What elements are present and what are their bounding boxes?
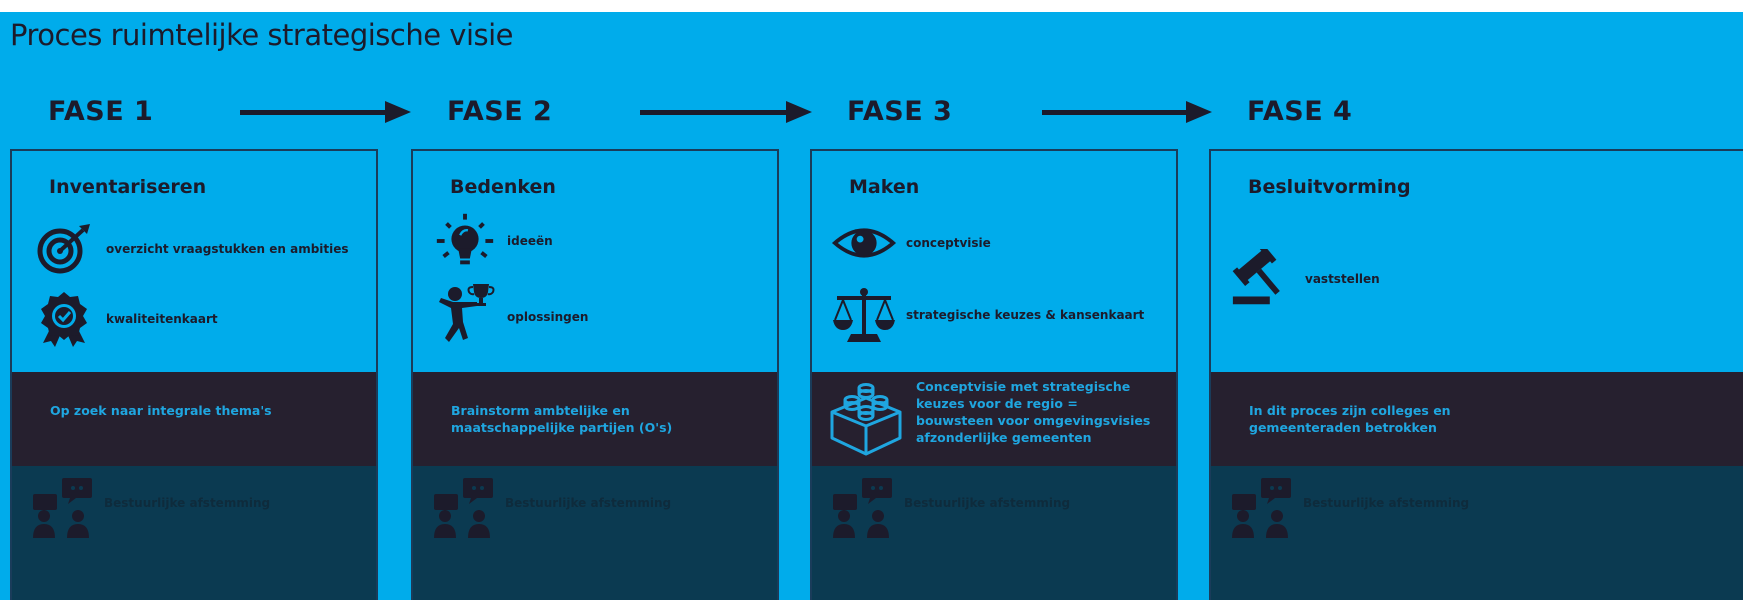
phase-2-heading: Bedenken xyxy=(450,176,556,198)
middle-text-line: gemeenteraden betrokken xyxy=(1249,420,1437,435)
building-block-icon xyxy=(828,380,904,462)
phase-3-item-label: strategische keuzes & kansenkaart xyxy=(906,308,1145,322)
phase-2-panel: Bedenken xyxy=(411,149,779,600)
phase-3-panel: Maken conceptvisie xyxy=(810,149,1178,600)
phase-4-middle: In dit proces zijn colleges en gemeenter… xyxy=(1211,372,1743,466)
phase-1-item: overzicht vraagstukken en ambities xyxy=(30,221,349,277)
meeting-people-icon xyxy=(32,472,96,546)
phase-2-item: ideeën xyxy=(431,213,553,269)
phase-3-item: strategische keuzes & kansenkaart xyxy=(830,287,1144,343)
middle-text-line: Brainstorm ambtelijke en xyxy=(451,403,630,418)
phase-1-bottom-text: Bestuurlijke afstemming xyxy=(104,496,271,510)
middle-text-line: Conceptvisie met strategische xyxy=(916,379,1131,394)
quality-badge-icon xyxy=(30,291,98,347)
meeting-people-icon xyxy=(1231,472,1295,546)
process-diagram: Proces ruimtelijke strategische visie FA… xyxy=(0,12,1743,600)
phase-2-item: oplossingen xyxy=(431,284,589,345)
phase-4-bottom-text: Bestuurlijke afstemming xyxy=(1303,496,1470,510)
phase-3-bottom: Bestuurlijke afstemming xyxy=(812,466,1176,600)
phase-1-middle-text: Op zoek naar integrale thema's xyxy=(50,402,272,419)
eye-icon xyxy=(830,215,898,271)
phase-1-panel: Inventariseren overzicht vraagstukken en… xyxy=(10,149,378,600)
scales-icon xyxy=(830,287,898,343)
phase-1-label: FASE 1 xyxy=(48,96,154,127)
phase-2-top: Bedenken xyxy=(413,151,777,372)
target-icon xyxy=(30,221,98,277)
phase-4-panel: Besluitvorming vaststellen xyxy=(1209,149,1743,600)
middle-text-line: keuzes voor de regio = xyxy=(916,396,1078,411)
phase-3-item-label: conceptvisie xyxy=(906,236,991,250)
phase-4-item-label: vaststellen xyxy=(1305,272,1380,286)
phase-2-bottom-text: Bestuurlijke afstemming xyxy=(505,496,672,510)
phase-1-middle: Op zoek naar integrale thema's xyxy=(12,372,376,466)
phase-1-item-label: kwaliteitenkaart xyxy=(106,312,218,326)
meeting-people-icon xyxy=(433,472,497,546)
phase-4-top: Besluitvorming vaststellen xyxy=(1211,151,1743,372)
phase-1-heading: Inventariseren xyxy=(49,176,207,198)
gavel-icon xyxy=(1229,249,1297,307)
phase-1-bottom: Bestuurlijke afstemming xyxy=(12,466,376,600)
phase-2-middle-text: Brainstorm ambtelijke en maatschappelijk… xyxy=(451,402,672,436)
phase-3-top: Maken conceptvisie xyxy=(812,151,1176,372)
phase-3-item: conceptvisie xyxy=(830,215,991,271)
phase-1-item-label: overzicht vraagstukken en ambities xyxy=(106,242,349,256)
phase-3-middle: Conceptvisie met strategische keuzes voo… xyxy=(812,372,1176,466)
arrow-3-to-4 xyxy=(1042,101,1212,123)
middle-text-line: afzonderlijke gemeenten xyxy=(916,430,1092,445)
middle-text-line: In dit proces zijn colleges en xyxy=(1249,403,1451,418)
arrow-1-to-2 xyxy=(240,101,411,123)
phase-4-middle-text: In dit proces zijn colleges en gemeenter… xyxy=(1249,402,1451,436)
phase-2-item-label: oplossingen xyxy=(507,310,589,324)
diagram-title: Proces ruimtelijke strategische visie xyxy=(10,18,514,52)
phase-3-middle-text: Conceptvisie met strategische keuzes voo… xyxy=(916,378,1150,446)
phase-3-heading: Maken xyxy=(849,176,920,198)
phase-2-item-label: ideeën xyxy=(507,234,553,248)
trophy-person-icon xyxy=(431,284,499,345)
phase-4-item: vaststellen xyxy=(1229,249,1380,307)
phase-4-label: FASE 4 xyxy=(1247,96,1353,127)
phase-3-label: FASE 3 xyxy=(847,96,953,127)
middle-text-line: maatschappelijke partijen (O's) xyxy=(451,420,673,435)
phase-4-heading: Besluitvorming xyxy=(1248,176,1411,198)
middle-text-line: bouwsteen voor omgevingsvisies xyxy=(916,413,1151,428)
phase-2-middle: Brainstorm ambtelijke en maatschappelijk… xyxy=(413,372,777,466)
phase-3-bottom-text: Bestuurlijke afstemming xyxy=(904,496,1071,510)
phase-2-label: FASE 2 xyxy=(447,96,553,127)
phase-2-bottom: Bestuurlijke afstemming xyxy=(413,466,777,600)
phase-1-top: Inventariseren overzicht vraagstukken en… xyxy=(12,151,376,372)
arrow-2-to-3 xyxy=(640,101,812,123)
meeting-people-icon xyxy=(832,472,896,546)
phase-4-bottom: Bestuurlijke afstemming xyxy=(1211,466,1743,600)
lightbulb-icon xyxy=(431,213,499,269)
phase-1-item: kwaliteitenkaart xyxy=(30,291,218,347)
middle-text-line: Op zoek naar integrale thema's xyxy=(50,403,272,418)
